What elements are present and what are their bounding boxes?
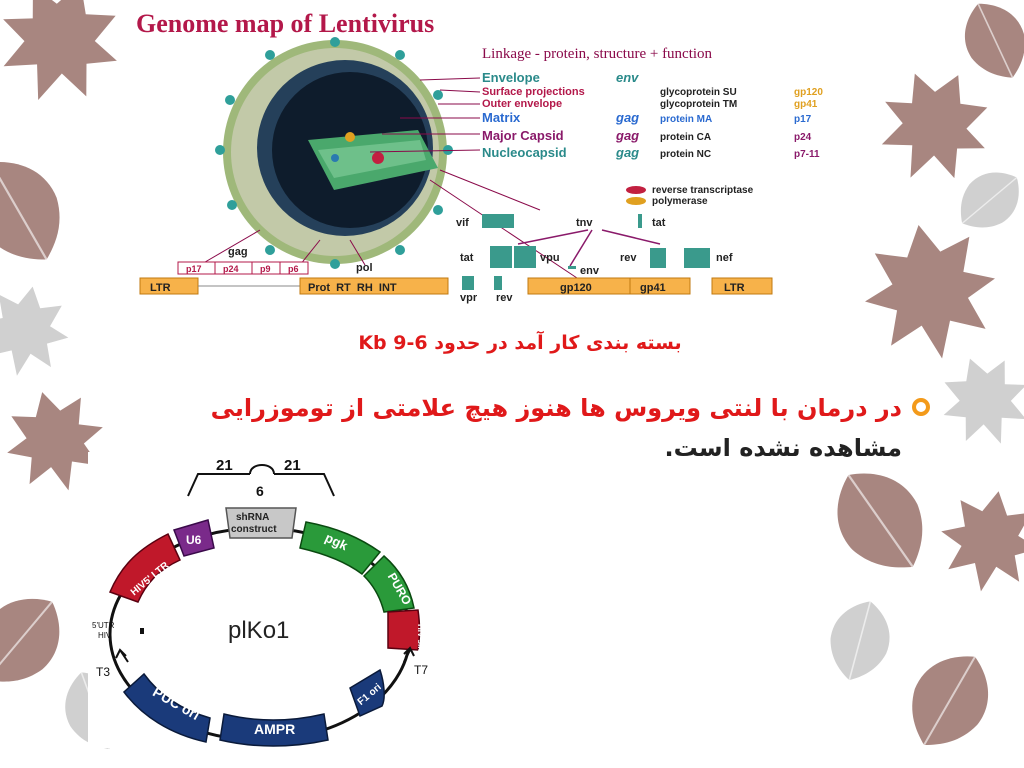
- gene-label-pol: pol: [356, 262, 373, 274]
- gene-label-nef: nef: [716, 252, 733, 264]
- row-code: p17: [794, 114, 812, 125]
- row-protein: glycoprotein SU: [660, 87, 737, 98]
- row-structure: Major Capsid: [482, 128, 564, 143]
- segment-puc-ori: [122, 672, 211, 743]
- row-code: gp41: [794, 99, 818, 110]
- row-code: p7-11: [794, 149, 820, 160]
- row-structure: Nucleocapsid: [482, 145, 567, 160]
- gag-box-label: p9: [260, 264, 271, 274]
- segment-f1-ori: [349, 668, 385, 718]
- caption-text: بسته بندی کار آمد در حدود: [434, 332, 682, 354]
- segment-shrna-label: shRNA: [236, 512, 269, 523]
- gene-label-tat: tat: [460, 252, 474, 264]
- gene-label-tnv: tnv: [576, 217, 593, 229]
- row-code: gp120: [794, 87, 823, 98]
- gag-box-label: p24: [223, 264, 239, 274]
- bullet-circle-icon: [912, 398, 930, 416]
- gene-label-vpu: vpu: [540, 252, 560, 264]
- virus-particle: [215, 37, 453, 269]
- gene-label-rev-bottom: rev: [496, 292, 513, 304]
- row-structure: Matrix: [482, 110, 521, 125]
- gene-label-vif: vif: [456, 217, 469, 229]
- caption-unit: Kb: [358, 332, 387, 354]
- plasmid-num-loop: 6: [256, 483, 264, 499]
- plasmid-num-right: 21: [284, 457, 301, 474]
- gene-label-vpr: vpr: [460, 292, 478, 304]
- row-gene: env: [616, 70, 639, 85]
- row-structure: Surface projections: [482, 86, 585, 98]
- row-gene: gag: [615, 128, 639, 143]
- utr-marker: [140, 628, 144, 634]
- genome-bar-gp120: gp120: [560, 282, 592, 294]
- label-5utr-hiv: HIV: [98, 631, 112, 640]
- genome-bar-ltr-left: LTR: [150, 282, 171, 294]
- gene-label-gag: gag: [228, 246, 248, 258]
- genome-map-subtitle: Linkage - protein, structure + function: [482, 46, 713, 62]
- row-gene: gag: [615, 110, 639, 125]
- bullet-line-2: مشاهده نشده است.: [664, 434, 903, 462]
- bullet-line-1: در درمان با لنتی ویروس ها هنوز هیچ علامت…: [210, 394, 902, 422]
- segment-puro: [362, 554, 415, 613]
- row-protein: glycoprotein TM: [660, 99, 737, 110]
- segment-ampr: [219, 713, 329, 747]
- segment-hiv-sin-ltr: [387, 609, 421, 651]
- gag-boxes: p17 p24 p9 p6: [177, 261, 309, 275]
- label-t3: T3: [96, 665, 110, 679]
- genome-map-figure: Genome map of Lentivirus Linkage - prote…: [120, 0, 862, 308]
- plasmid-name: plKo1: [228, 617, 289, 644]
- segment-shrna-label-2: construct: [231, 524, 277, 535]
- caption-number: 6-9: [393, 332, 428, 354]
- enzyme-label: reverse transcriptase: [652, 185, 754, 196]
- row-protein: protein MA: [660, 114, 712, 125]
- t3-arrow: [115, 648, 129, 663]
- row-gene: gag: [615, 145, 639, 160]
- genome-bar: LTR Prot RT RH INT gp120 gp41 LTR: [139, 277, 773, 295]
- plasmid-bracket: [187, 464, 335, 497]
- row-protein: protein NC: [660, 149, 711, 160]
- t7-arrow: [403, 646, 415, 663]
- gene-label-rev: rev: [620, 252, 637, 264]
- segment-u6: [173, 519, 215, 557]
- row-code: p24: [794, 132, 812, 143]
- genome-map-title: Genome map of Lentivirus: [136, 9, 434, 38]
- connector-lines: [199, 77, 581, 281]
- genome-bar-pol: Prot RT RH INT: [308, 282, 397, 294]
- segment-hiv-sin-ltr-label: HIV sin LTR: [416, 624, 425, 669]
- row-protein: protein CA: [660, 132, 711, 143]
- genome-bar-ltr-right: LTR: [724, 282, 745, 294]
- segment-shrna: [225, 507, 297, 539]
- plasmid-num-left: 21: [216, 457, 233, 474]
- gene-label-tat-top: tat: [652, 217, 666, 229]
- row-structure: Outer envelope: [482, 98, 562, 110]
- label-5utr: 5'UTR: [92, 621, 115, 630]
- row-structure: Envelope: [482, 70, 540, 85]
- gag-box-label: p17: [186, 264, 202, 274]
- accessory-genes: vif tnv tat tat vpu env rev nef vpr rev: [456, 214, 733, 304]
- plasmid-map-figure: 21 21 6 shRNA construct U6 HIV5' LTR pgk…: [88, 452, 440, 748]
- enzyme-label: polymerase: [652, 196, 708, 207]
- bullet-text: در درمان با لنتی ویروس ها هنوز هیچ علامت…: [90, 388, 902, 468]
- enzyme-legend: reverse transcriptase polymerase: [626, 185, 754, 207]
- segment-ampr-label: AMPR: [254, 721, 295, 737]
- genome-bar-gp41: gp41: [640, 282, 666, 294]
- label-t7: T7: [414, 663, 428, 677]
- packaging-caption: بسته بندی کار آمد در حدود 6-9 Kb: [290, 332, 750, 354]
- genome-table: Envelope env Surface projections glycopr…: [482, 70, 823, 160]
- segment-pgk: [299, 521, 382, 576]
- gene-label-env: env: [580, 265, 600, 277]
- segment-hiv5-ltr: [108, 532, 181, 603]
- segment-u6-label: U6: [186, 533, 202, 547]
- gag-box-label: p6: [288, 264, 299, 274]
